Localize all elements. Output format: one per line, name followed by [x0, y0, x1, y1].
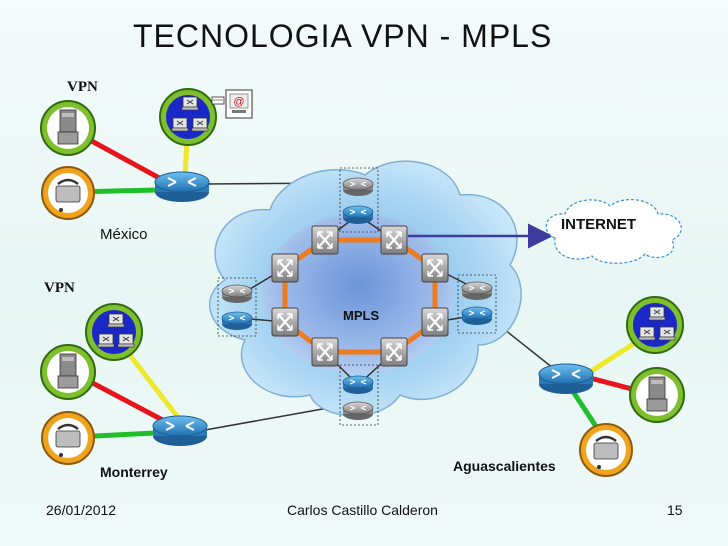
router-icon: [461, 281, 493, 301]
internet-label: INTERNET: [561, 216, 636, 233]
svg-text:@: @: [233, 96, 244, 108]
switch-icon: [379, 224, 409, 256]
switch-icon: [270, 252, 300, 284]
phone-icon: [55, 178, 81, 212]
phone-icon: [593, 435, 619, 469]
server-icon: [57, 353, 79, 389]
cloud-icon: [545, 199, 682, 264]
site-mexico: @: [40, 88, 253, 220]
vpn-label-left: VPN: [44, 280, 75, 296]
router-icon: [154, 171, 210, 203]
router-icon: [342, 205, 374, 225]
switch-icon: [420, 252, 450, 284]
server-icon: [57, 109, 79, 145]
router-icon: [342, 375, 374, 395]
router-icon: [152, 415, 208, 447]
router-icon: [538, 363, 594, 395]
switch-icon: [379, 336, 409, 368]
switch-icon: [420, 306, 450, 338]
switch-icon: [310, 336, 340, 368]
site-label-mexico: México: [100, 226, 148, 243]
pe-boxes: [217, 167, 497, 426]
switch-icon: [270, 306, 300, 338]
router-icon: [461, 306, 493, 326]
phone-icon: [55, 423, 81, 457]
router-icon: [342, 177, 374, 197]
email-icon: @: [211, 89, 253, 119]
mpls-label: MPLS: [343, 308, 380, 323]
site-aguascalientes: [579, 296, 685, 477]
router-icon: [221, 284, 253, 304]
page-title: TECNOLOGIA VPN - MPLS: [133, 18, 553, 54]
vpn-label-top: VPN: [67, 79, 98, 95]
server-icon: [646, 376, 668, 412]
site-monterrey: [40, 303, 143, 465]
router-icon: [342, 401, 374, 421]
site-label-aguascalientes: Aguascalientes: [453, 458, 556, 474]
footer-page-number: 15: [667, 502, 683, 518]
site-label-monterrey: Monterrey: [100, 464, 168, 480]
router-icon: [221, 311, 253, 331]
switch-icon: [310, 224, 340, 256]
footer-author: Carlos Castillo Calderon: [287, 502, 438, 518]
footer-date: 26/01/2012: [46, 502, 117, 518]
